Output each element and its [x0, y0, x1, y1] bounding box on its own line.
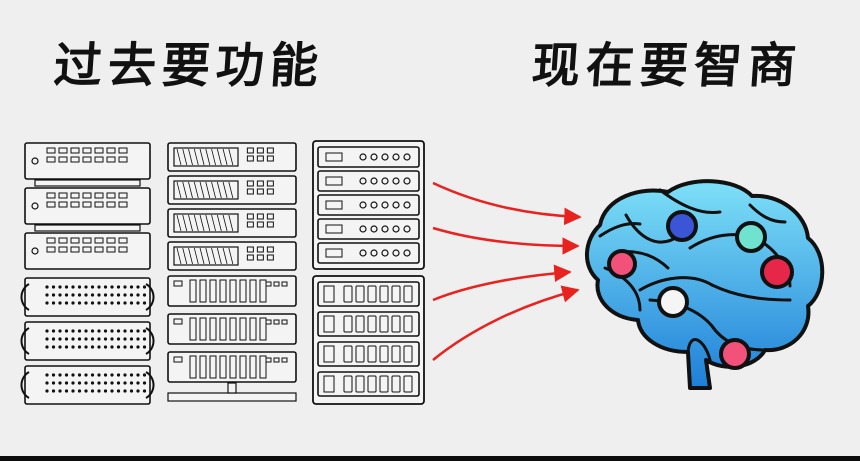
- server-unit: [317, 170, 420, 192]
- server-unit: [167, 351, 297, 383]
- brain-node: [607, 249, 637, 279]
- server-unit: [317, 218, 420, 240]
- server-unit: [24, 142, 151, 180]
- server-rack-icon: [312, 140, 425, 405]
- server-rack-icon: [167, 142, 297, 402]
- server-unit: [167, 142, 297, 172]
- brain-node: [666, 210, 698, 242]
- brain-node: [657, 286, 689, 318]
- server-unit: [317, 194, 420, 216]
- server-unit: [317, 311, 420, 337]
- server-unit: [20, 365, 155, 405]
- brain-node: [719, 338, 751, 370]
- server-unit: [317, 281, 420, 307]
- server-unit: [317, 146, 420, 168]
- brain-icon: [584, 179, 825, 390]
- server-unit: [167, 175, 297, 205]
- server-unit: [20, 321, 155, 361]
- server-unit: [167, 241, 297, 271]
- brain-node: [760, 255, 794, 289]
- red-arrow-icon: [432, 181, 582, 226]
- server-unit: [24, 187, 151, 225]
- server-unit: [167, 275, 297, 307]
- red-arrow-icon: [432, 264, 572, 302]
- red-arrows: [432, 181, 582, 361]
- brain-node: [735, 221, 767, 253]
- server-unit: [317, 341, 420, 367]
- server-unit: [20, 277, 155, 317]
- red-arrow-icon: [432, 226, 580, 255]
- server-unit: [167, 313, 297, 345]
- red-arrow-icon: [432, 285, 580, 361]
- server-unit: [317, 242, 420, 264]
- server-rack-icon: [20, 142, 155, 405]
- server-unit: [24, 232, 151, 270]
- server-unit: [317, 371, 420, 397]
- server-unit: [167, 208, 297, 238]
- bottom-bar: [0, 456, 860, 461]
